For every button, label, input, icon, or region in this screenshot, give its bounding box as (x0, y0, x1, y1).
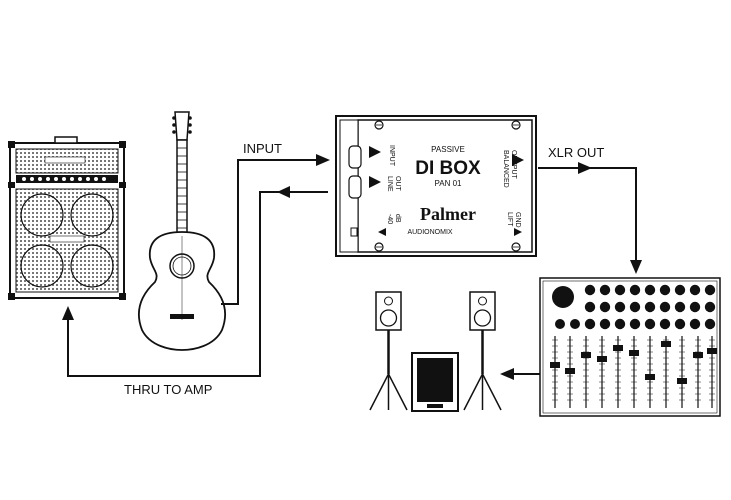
subwoofer-icon (411, 352, 459, 412)
mixer-knob-icon (659, 301, 671, 313)
mixer-knob-icon (644, 318, 656, 330)
switch-label-lift: LIFT (506, 212, 513, 227)
mixer-fader-cap-icon (581, 352, 591, 358)
jack-label-out: OUT (394, 176, 401, 192)
mixer-knob-icon (555, 319, 565, 329)
arrow-input-icon (316, 154, 330, 166)
mixer-fader-cap-icon (677, 378, 687, 384)
arrow-amp-icon (62, 306, 74, 320)
mixer-knob-icon (584, 284, 596, 296)
jack-label-output: OUTPUT (510, 150, 517, 180)
switch-label-gnd: GND (514, 212, 521, 228)
mixer-fader-cap-icon (550, 362, 560, 368)
mixer-knob-icon (689, 301, 701, 313)
mixer-knob-icon (629, 284, 641, 296)
mixer-knob-icon (644, 284, 656, 296)
jack-label-line: LINE (386, 176, 393, 192)
cable-xlr-out (538, 162, 642, 274)
mixer-knob-icon (629, 301, 641, 313)
mixer-fader-cap-icon (661, 341, 671, 347)
mixer-knob-icon (614, 301, 626, 313)
mixer-knob-icon (570, 319, 580, 329)
mixer-knob-icon (614, 284, 626, 296)
db-switch-icon (378, 228, 386, 236)
switch-label-db-unit: dB (394, 214, 401, 223)
label-xlr-out: XLR OUT (548, 145, 604, 160)
speaker-left-icon (369, 291, 408, 411)
mixer-fader-cap-icon (565, 368, 575, 374)
label-thru-to-amp: THRU TO AMP (124, 382, 212, 397)
di-box-title: DI BOX (415, 158, 481, 179)
arrow-mixer-icon (630, 260, 642, 274)
mixer-knob-icon (674, 284, 686, 296)
mixer-fader-cap-icon (707, 348, 717, 354)
mixer-knob-icon (674, 318, 686, 330)
lift-gnd-switch-icon (514, 228, 522, 236)
brand-sub: AUDIONOMIX (407, 229, 452, 236)
mixer-knob-icon (629, 318, 641, 330)
mixer-knob-icon (644, 301, 656, 313)
jack-label-input: INPUT (388, 145, 395, 167)
label-input: INPUT (243, 141, 282, 156)
cable-to-speakers (500, 368, 540, 380)
mixer-knob-icon (659, 284, 671, 296)
di-box-subtitle: PASSIVE (431, 145, 465, 154)
cable-input (221, 154, 330, 305)
guitar-amp-icon (8, 136, 126, 300)
mixer-knob-icon (704, 301, 716, 313)
arrow-speakers-icon (500, 368, 514, 380)
mixer-fader-cap-icon (629, 350, 639, 356)
mixer-knob-icon (614, 318, 626, 330)
mixer-knob-icon (704, 318, 716, 330)
line-out-jack-icon (369, 176, 381, 188)
mixer-knob-icon (689, 284, 701, 296)
mixer-knob-icon (689, 318, 701, 330)
mixer-knob-icon (599, 284, 611, 296)
mixer-main-knob-icon (552, 286, 574, 308)
mixer-knob-icon (584, 301, 596, 313)
di-box-icon: INPUT LINE OUT BALANCED OUTPUT -40 dB LI… (335, 115, 537, 257)
mixer-knob-icon (674, 301, 686, 313)
brand-logo: Palmer (420, 204, 476, 224)
di-box-model: PAN 01 (435, 179, 463, 188)
mixer-knob-icon (599, 318, 611, 330)
speaker-right-icon (463, 291, 502, 411)
arrow-thru-icon (277, 186, 290, 198)
mixer-fader-cap-icon (645, 374, 655, 380)
mixer-icon (539, 277, 721, 417)
jack-label-balanced: BALANCED (502, 150, 509, 188)
mixer-fader-cap-icon (613, 345, 623, 351)
arrow-xlr-icon (578, 162, 592, 174)
mixer-fader-cap-icon (693, 352, 703, 358)
input-jack-icon (369, 146, 381, 158)
balanced-out-jack-icon (512, 154, 524, 166)
cable-thru-to-amp (62, 186, 328, 377)
switch-label-db-value: -40 (386, 214, 393, 224)
mixer-knob-icon (599, 301, 611, 313)
mixer-fader-cap-icon (597, 356, 607, 362)
mixer-knob-icon (704, 284, 716, 296)
acoustic-guitar-icon (138, 111, 226, 351)
mixer-knob-icon (659, 318, 671, 330)
mixer-knob-icon (584, 318, 596, 330)
